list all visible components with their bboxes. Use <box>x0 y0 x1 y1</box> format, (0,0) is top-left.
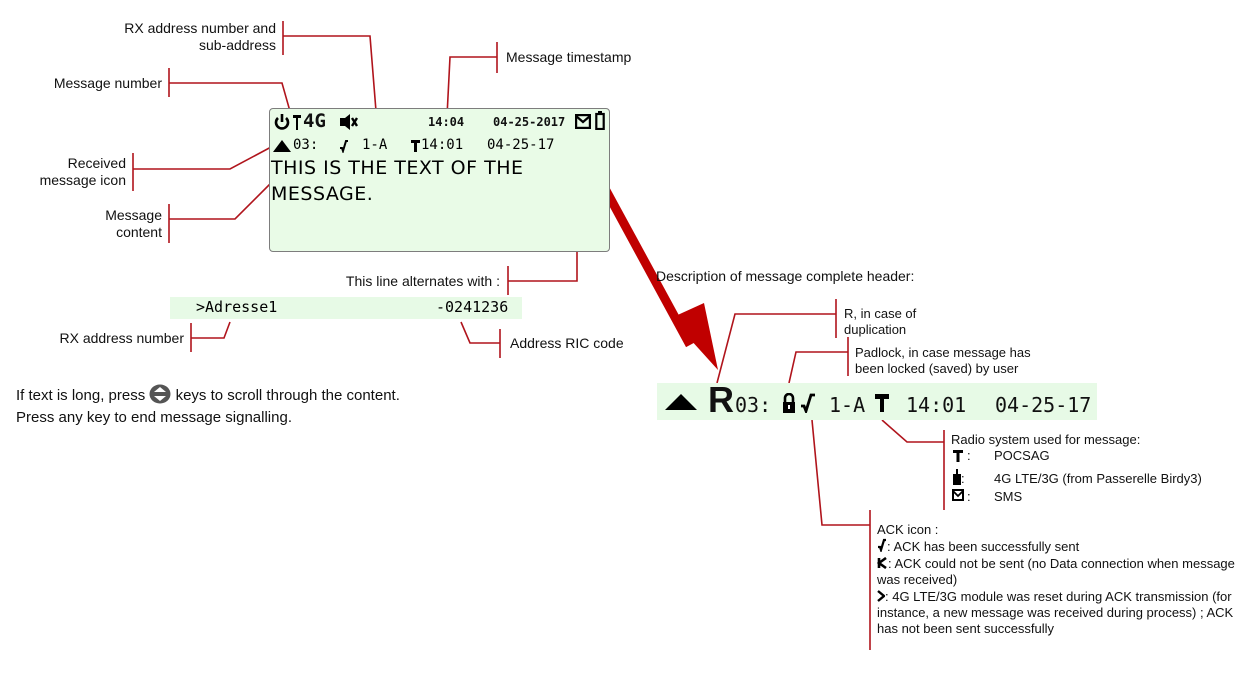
lcd-address: 1-A <box>362 137 388 153</box>
ack-sent-desc-icon <box>878 538 886 553</box>
callout-message-timestamp: Message timestamp <box>506 49 632 65</box>
lcd-date: 04-25-17 <box>487 137 555 153</box>
lte-icon <box>953 469 961 485</box>
instructions-line-1: If text is long, press keys to scroll th… <box>16 384 400 405</box>
big-time: 14:01 <box>906 393 967 417</box>
radio-pocsag-row: : POCSAG <box>951 448 1251 466</box>
radio-sms-row: : SMS <box>951 487 1251 505</box>
pocsag-icon <box>953 450 963 462</box>
callout-received-icon: Received message icon <box>39 155 126 188</box>
instructions-prefix: If text is long, press <box>16 387 146 404</box>
big-header-box <box>657 383 1097 420</box>
ack-failed-icon <box>877 556 887 569</box>
pocsag-antenna-icon <box>411 140 420 152</box>
ack-title: ACK icon : <box>877 522 939 537</box>
radio-pocsag-label: POCSAG <box>994 448 1050 463</box>
lcd-time: 14:01 <box>421 137 464 153</box>
lcd-msg-number: 03: <box>293 137 319 153</box>
big-address: 1-A <box>829 393 866 417</box>
callout-alternates: This line alternates with : <box>345 273 500 289</box>
scroll-keys-icon <box>149 384 171 404</box>
big-padlock-icon <box>783 393 795 413</box>
alternate-line-box <box>170 297 522 319</box>
status-time: 14:04 <box>428 115 465 129</box>
ack-reset-row: : 4G LTE/3G module was reset during ACK … <box>877 589 1247 637</box>
ack-sent-text: : ACK has been successfully sent <box>887 539 1080 554</box>
alt-ric-code: -0241236 <box>436 298 509 316</box>
ack-not-sent-row: : ACK could not be sent (no Data connect… <box>877 556 1247 588</box>
ack-sent-row: : ACK has been successfully sent <box>877 538 1247 555</box>
callout-message-content: Message content <box>105 207 162 240</box>
ack-sent-icon <box>340 140 348 153</box>
instructions-line-2: Press any key to end message signalling. <box>16 409 292 426</box>
network-4g-label: 4G <box>303 110 326 132</box>
big-pocsag-icon <box>875 394 889 412</box>
big-msg-number: 03: <box>735 393 772 417</box>
alt-address-name: >Adresse1 <box>196 298 278 316</box>
callout-address-ric-code: Address RIC code <box>510 335 624 351</box>
instructions-suffix: keys to scroll through the content. <box>175 387 400 404</box>
radio-system-description: Radio system used for message: : POCSAG … <box>951 432 1251 505</box>
lcd-message-line-1: THIS IS THE TEXT OF THE <box>271 157 524 179</box>
lcd-status-bar: 4G 14:04 04-25-2017 <box>273 110 609 133</box>
big-ack-icon <box>801 393 815 413</box>
lcd-screen <box>269 108 610 252</box>
ack-not-sent-text: : ACK could not be sent (no Data connect… <box>877 556 1235 587</box>
antenna-icon <box>293 115 301 130</box>
callout-rx-address-subaddress: RX address number and sub-address <box>124 20 276 53</box>
callout-padlock: Padlock, in case message has been locked… <box>855 345 1031 376</box>
received-message-icon <box>273 140 291 152</box>
radio-lte-row: : 4G LTE/3G (from Passerelle Birdy3) <box>951 466 1251 487</box>
power-icon <box>274 114 290 130</box>
description-heading: Description of message complete header: <box>656 268 915 284</box>
big-received-icon <box>665 394 697 410</box>
big-duplicate-r: R <box>708 379 734 420</box>
big-date: 04-25-17 <box>995 393 1092 417</box>
sms-envelope-icon <box>575 114 591 129</box>
radio-sms-label: SMS <box>994 489 1023 504</box>
lcd-message-line-2: MESSAGE. <box>271 183 374 205</box>
callout-rx-address-number: RX address number <box>59 330 184 346</box>
ack-reset-icon <box>877 589 885 602</box>
status-date: 04-25-2017 <box>493 115 566 129</box>
ack-reset-text: : 4G LTE/3G module was reset during ACK … <box>877 589 1234 636</box>
battery-icon <box>595 111 605 130</box>
ack-description: ACK icon : : ACK has been successfully s… <box>877 522 1247 637</box>
speaker-muted-icon <box>340 114 359 130</box>
callout-r-duplication: R, in case of duplication <box>844 306 917 337</box>
radio-title: Radio system used for message: <box>951 432 1141 447</box>
radio-lte-label: 4G LTE/3G (from Passerelle Birdy3) <box>994 471 1202 486</box>
lcd-header-row: 03: 1-A 14:01 04-25-17 <box>272 137 577 155</box>
sms-icon <box>952 489 964 501</box>
callout-message-number: Message number <box>53 75 162 91</box>
